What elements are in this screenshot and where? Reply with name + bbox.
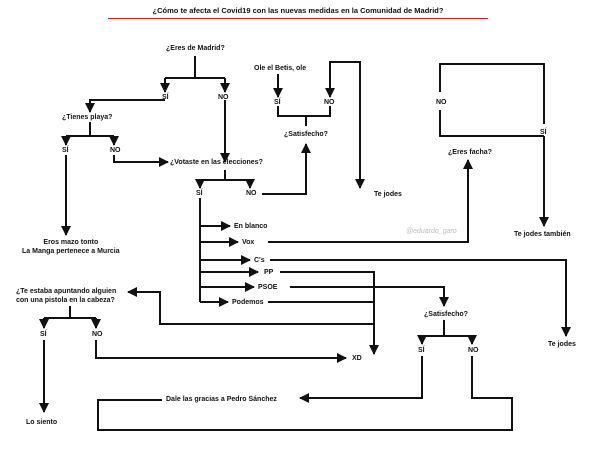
edge-cs-right	[270, 259, 571, 337]
result-xd: XD	[352, 355, 362, 362]
result-te-jodes-2: Te jodes	[548, 341, 576, 348]
vote-psoe: PSOE	[258, 284, 278, 291]
question-eres-facha: ¿Eres facha?	[448, 149, 492, 156]
question-eres-de-madrid: ¿Eres de Madrid?	[166, 45, 225, 52]
edge-si-to-playa	[85, 99, 165, 113]
watermark: @eduardo_garo	[406, 228, 457, 235]
result-dale-las-gracias: Dale las gracias a Pedro Sánchez	[166, 396, 277, 403]
edge-pistola-split	[44, 306, 96, 319]
answer-si-facha: SÍ	[540, 129, 547, 136]
edge-podemos-loop	[127, 287, 375, 325]
result-te-jodes-1: Te jodes	[374, 191, 402, 198]
answer-si-madrid: SÍ	[162, 94, 169, 101]
result-lo-siento: Lo siento	[26, 419, 58, 426]
edge-sat2-no-down	[97, 356, 513, 431]
answer-no-betis: NO	[324, 99, 335, 106]
edge-facha-loop	[439, 63, 545, 124]
answer-no-pistola: NO	[92, 331, 103, 338]
answer-si-playa: SÍ	[62, 147, 69, 154]
edge-novotaste-up	[262, 143, 311, 195]
answer-si-pistola: SÍ	[40, 331, 47, 338]
edge-betis-si-to-sat	[277, 106, 331, 126]
vote-vox: Vox	[242, 239, 255, 246]
edge-playa-no-right	[113, 155, 169, 167]
vote-podemos: Podemos	[232, 299, 264, 306]
answer-no-playa: NO	[110, 147, 121, 154]
result-eros-mazo-tonto: Eros mazo tonto La Manga pertenece a Mur…	[22, 239, 120, 255]
question-satisfecho-1: ¿Satisfecho?	[284, 131, 328, 138]
answer-si-betis: SÍ	[274, 99, 281, 106]
answer-no-satisfecho-2: NO	[468, 347, 479, 354]
result-te-jodes-tambien: Te jodes también	[514, 231, 571, 238]
vote-en-blanco: En blanco	[234, 223, 268, 230]
edge-playa-split	[66, 122, 114, 137]
edge-madrid-split	[165, 56, 225, 79]
edge-vox-facha	[268, 159, 473, 243]
vote-cs: C's	[254, 257, 265, 264]
edge-sat2-si-down	[299, 356, 423, 403]
node-ole-el-betis: Ole el Betis, ole	[254, 65, 307, 72]
edge-votaste-split	[200, 170, 250, 181]
question-votaste: ¿Votaste en las elecciones?	[170, 159, 263, 166]
answer-si-votaste: SÍ	[196, 190, 203, 197]
diagram-title: ¿Cómo te afecta el Covid19 con las nueva…	[108, 6, 488, 19]
edge-facha-loop-bottom	[439, 110, 544, 137]
edge-betis-no-loop	[329, 61, 365, 189]
question-satisfecho-2: ¿Satisfecho?	[424, 311, 468, 318]
answer-no-madrid: NO	[218, 94, 229, 101]
edge-sat2-split	[422, 320, 472, 337]
edge-pistola-no-down	[95, 340, 347, 363]
edge-psoe-right	[290, 286, 449, 307]
question-pistola: ¿Te estaba apuntando alguien con una pis…	[16, 288, 117, 304]
question-tienes-playa: ¿Tienes playa?	[62, 114, 113, 121]
answer-si-satisfecho-2: SÍ	[418, 347, 425, 354]
answer-no-facha: NO	[436, 99, 447, 106]
vote-pp: PP	[264, 269, 274, 276]
answer-no-votaste: NO	[246, 190, 257, 197]
edge-pp-right	[280, 271, 379, 355]
